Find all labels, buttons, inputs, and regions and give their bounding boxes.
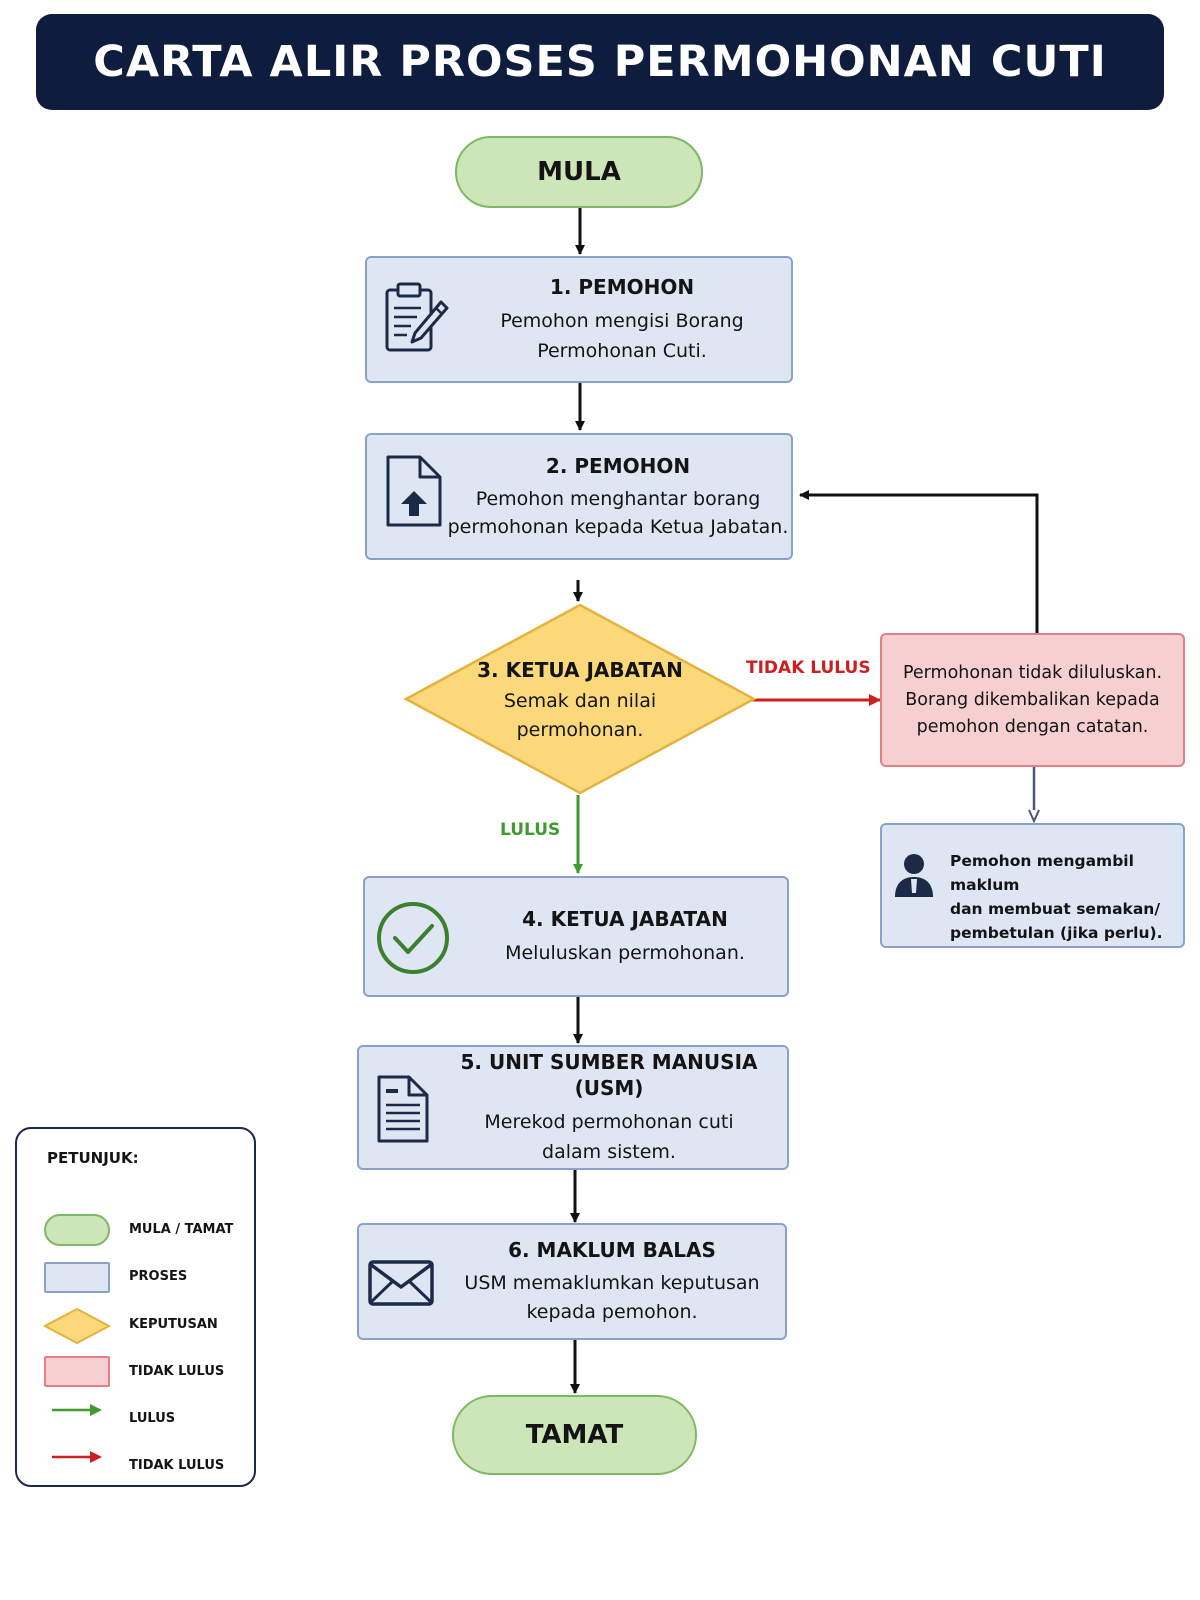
decision-diamond bbox=[403, 603, 757, 795]
step-4-desc-line: Meluluskan permohonan. bbox=[505, 941, 745, 964]
step-1-box: 1. PEMOHON Pemohon mengisi Borang Permoh… bbox=[365, 256, 793, 383]
note-line: pembetulan (jika perlu). bbox=[950, 924, 1163, 942]
step-2-box: 2. PEMOHON Pemohon menghantar borang per… bbox=[365, 433, 793, 560]
step-6-box: 6. MAKLUM BALAS USM memaklumkan keputusa… bbox=[357, 1223, 787, 1340]
start-terminal: MULA bbox=[455, 136, 703, 208]
legend-swatch-terminal bbox=[44, 1214, 110, 1246]
legend-label: KEPUTUSAN bbox=[129, 1317, 218, 1332]
decision-desc-line: Semak dan nilai bbox=[503, 690, 657, 712]
legend-label: PROSES bbox=[129, 1269, 188, 1284]
end-terminal: TAMAT bbox=[452, 1395, 697, 1475]
step-5-title: 5. UNIT SUMBER MANUSIA (USM) bbox=[460, 1049, 758, 1100]
note-line: Pemohon mengambil maklum bbox=[950, 852, 1134, 894]
reject-line: Borang dikembalikan kepada bbox=[905, 689, 1160, 710]
note-box: Pemohon mengambil maklum dan membuat sem… bbox=[880, 823, 1185, 948]
step-6-title: 6. MAKLUM BALAS bbox=[508, 1237, 716, 1262]
step-6-desc-line: USM memaklumkan keputusan bbox=[464, 1271, 760, 1294]
envelope-icon bbox=[368, 1260, 434, 1306]
step-1-desc-line: Permohonan Cuti. bbox=[537, 339, 707, 362]
legend-title: PETUNJUK: bbox=[47, 1149, 139, 1167]
page-title: CARTA ALIR PROSES PERMOHONAN CUTI bbox=[93, 37, 1107, 87]
step-4-box: 4. KETUA JABATAN Meluluskan permohonan. bbox=[363, 876, 789, 997]
document-lines-icon bbox=[377, 1075, 429, 1143]
legend-label: LULUS bbox=[129, 1411, 176, 1426]
start-label: MULA bbox=[537, 157, 621, 187]
step-5-desc-line: Merekod permohonan cuti bbox=[484, 1110, 734, 1133]
legend-arrow-rejected bbox=[52, 1451, 102, 1463]
step-1-title: 1. PEMOHON bbox=[549, 274, 695, 299]
step-4-title: 4. KETUA JABATAN bbox=[522, 906, 728, 931]
note-line: dan membuat semakan/ bbox=[950, 900, 1161, 918]
step-2-desc-line: permohonan kepada Ketua Jabatan. bbox=[447, 515, 789, 538]
step-2-title: 2. PEMOHON bbox=[545, 453, 691, 478]
legend-panel: PETUNJUK: MULA / TAMAT PROSES KEPUTUSAN … bbox=[15, 1127, 256, 1487]
clipboard-pencil-icon bbox=[385, 282, 449, 352]
reject-box: Permohonan tidak diluluskan. Borang dike… bbox=[880, 633, 1185, 767]
step-6-desc-line: kepada pemohon. bbox=[526, 1300, 698, 1323]
reject-line: Permohonan tidak diluluskan. bbox=[902, 662, 1163, 683]
step-1-desc-line: Pemohon mengisi Borang bbox=[500, 309, 744, 332]
check-circle-icon bbox=[377, 902, 449, 974]
end-label: TAMAT bbox=[525, 1420, 624, 1450]
arrow-reject-loop-back bbox=[799, 490, 1039, 633]
document-upload-icon bbox=[386, 455, 442, 527]
legend-swatch-process bbox=[44, 1262, 110, 1293]
step-5-box: 5. UNIT SUMBER MANUSIA (USM) Merekod per… bbox=[357, 1045, 789, 1170]
decision-title: 3. KETUA JABATAN bbox=[477, 658, 683, 682]
step-2-desc-line: Pemohon menghantar borang bbox=[475, 487, 761, 510]
legend-swatch-decision bbox=[43, 1307, 111, 1345]
rejected-branch-label: TIDAK LULUS bbox=[746, 658, 871, 678]
legend-label: MULA / TAMAT bbox=[129, 1222, 234, 1237]
legend-label: TIDAK LULUS bbox=[129, 1458, 225, 1473]
step-5-desc-line: dalam sistem. bbox=[542, 1140, 676, 1163]
person-icon bbox=[895, 854, 933, 897]
legend-label: TIDAK LULUS bbox=[129, 1364, 225, 1379]
legend-swatch-reject bbox=[44, 1356, 110, 1387]
approved-branch-label: LULUS bbox=[500, 820, 561, 840]
title-banner: CARTA ALIR PROSES PERMOHONAN CUTI bbox=[36, 14, 1164, 110]
legend-arrow-approved bbox=[52, 1404, 102, 1416]
reject-line: pemohon dengan catatan. bbox=[916, 716, 1149, 737]
decision-desc-line: permohonan. bbox=[516, 719, 644, 741]
